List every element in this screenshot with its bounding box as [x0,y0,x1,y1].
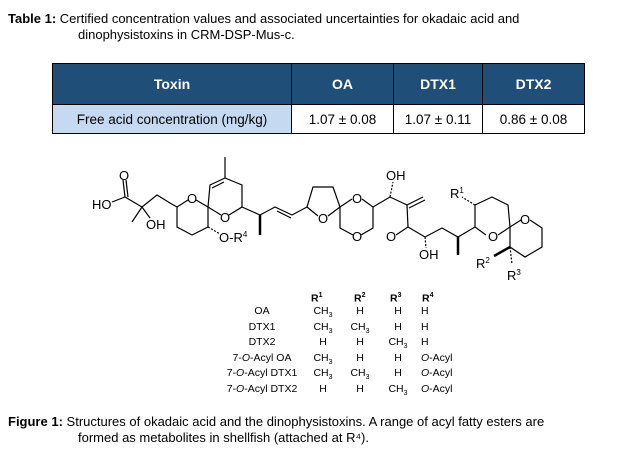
label-ring-o: O [220,210,230,225]
label-ring-o: O [352,229,362,244]
cell-oa: 1.07 ± 0.08 [291,104,394,134]
label-ho: HO [92,197,112,212]
label-or4: O-R4 [219,230,248,245]
header-oa: OA [291,63,394,105]
figure-caption-label: Figure 1: [8,414,63,429]
table-header-row: Toxin OA DTX1 DTX2 [52,63,585,105]
r4-value: H [421,320,429,333]
structure-bonds [111,157,543,265]
label-oh: OH [419,247,439,262]
r2-value: H [356,336,364,348]
compound-name: DTX2 [248,336,276,348]
table-caption-text: Certified concentration values and assoc… [59,11,520,26]
row-label: Free acid concentration (mg/kg) [52,104,292,134]
r2-value: H [356,305,364,317]
structure-labels: HO O OH O O O-R4 O O O OH O OH O O R1 R2… [92,168,530,283]
header-r1: R1 [311,292,323,305]
cell-dtx1: 1.07 ± 0.11 [393,104,483,134]
compound-name: 7-O-Acyl OA [232,351,292,364]
r1-value: CH3 [313,320,333,335]
figure-caption: Figure 1: Structures of okadaic acid and… [8,414,623,446]
header-dtx1: DTX1 [393,63,483,105]
label-carbonyl-o: O [119,168,129,183]
cell-dtx2: 0.86 ± 0.08 [482,104,585,134]
compound-name: DTX1 [248,320,276,333]
substituent-names: OA DTX1 DTX2 7-O-Acyl OA 7-O-Acyl DTX1 7… [222,304,302,397]
label-r2: R2 [476,256,490,271]
table-row: Free acid concentration (mg/kg) 1.07 ± 0… [52,104,585,134]
r4-value: O-Acyl [421,367,453,379]
r1-value: CH3 [313,351,333,366]
header-toxin: Toxin [52,63,292,105]
r3-value: CH3 [388,336,408,351]
table-caption-label: Table 1: [8,11,57,26]
r3-value: H [394,351,402,364]
header-r2: R2 [354,292,366,305]
r1-value: H [319,336,327,348]
label-r1: R1 [450,186,464,201]
r2-value: H [356,351,364,364]
label-ring-o: O [488,229,498,244]
figure-caption-text: Structures of okadaic acid and the dinop… [66,414,545,429]
label-ring-o: O [352,191,362,206]
figure-caption-text-2: formed as metabolites in shellfish (atta… [78,430,369,445]
concentration-table: Toxin OA DTX1 DTX2 Free acid concentrati… [52,63,585,134]
label-ring-o: O [520,212,530,227]
r4-value: H [421,305,429,317]
label-ring-o: O [187,191,197,206]
okadaic-acid-structure: HO O OH O O O-R4 O O O OH O OH O O R1 R2… [92,157,543,283]
compound-name: 7-O-Acyl DTX1 [226,367,298,379]
compound-name: OA [254,305,270,317]
label-r3: R3 [507,268,521,283]
header-dtx2: DTX2 [482,63,585,105]
label-oh: OH [146,217,166,232]
table-caption-text-2: dinophysistoxins in CRM-DSP-Mus-c. [78,27,295,42]
label-ring-o: O [386,229,396,244]
header-r3: R3 [390,292,402,305]
label-ring-o: O [318,211,328,226]
r1-value: CH3 [313,367,333,382]
r3-value: H [394,305,402,317]
r3-value: H [394,320,402,333]
header-r4: R4 [422,292,434,305]
r4-value: O-Acyl [421,351,453,364]
r3-value: H [394,367,402,379]
r3-value: CH3 [388,382,408,397]
label-oh: OH [386,168,406,183]
table-caption: Table 1: Certified concentration values … [8,11,623,43]
r1-value: CH3 [313,305,333,320]
r2-value: CH3 [350,320,370,335]
compound-name: 7-O-Acyl DTX2 [226,382,298,395]
r1-value: H [319,382,327,395]
r2-value: H [356,382,364,395]
r4-value: O-Acyl [421,382,453,395]
r4-value: H [421,336,429,348]
r2-value: CH3 [350,367,370,382]
